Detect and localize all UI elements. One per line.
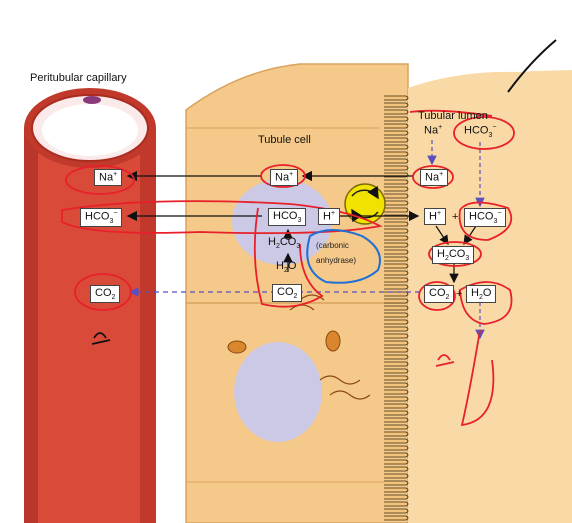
microvillus (384, 263, 409, 269)
lumen-h-box: H+ (424, 208, 447, 225)
lumen-na-top: Na+ (424, 124, 443, 137)
red-annotations (61, 109, 515, 427)
tubule-cell-label: Tubule cell (258, 134, 311, 146)
microvillus (384, 410, 409, 416)
microvillus (384, 193, 409, 199)
microvillus (384, 123, 409, 129)
microvillus (384, 319, 409, 325)
blue-annotation (306, 229, 381, 284)
microvillus (384, 473, 409, 479)
microvillus (384, 144, 409, 150)
microvillus (384, 277, 409, 283)
microvillus (384, 347, 409, 353)
microvillus (384, 284, 409, 290)
cell-co2-box: CO2 (272, 284, 303, 303)
microvillus (384, 417, 409, 423)
microvillus (384, 445, 409, 451)
capillary-na-box: Na+ (94, 169, 123, 186)
enzyme-label-2: anhydrase) (316, 256, 357, 265)
cell-h2co3: H2CO3 (268, 236, 301, 251)
lumen-co2-box: CO2 (424, 285, 455, 304)
microvillus (384, 102, 409, 108)
microvillus (384, 207, 409, 213)
peritubular-capillary (24, 88, 156, 523)
microvillus (384, 494, 409, 500)
lumen-h2co3-box: H2CO3 (432, 246, 475, 265)
enzyme-label-1: (carbonic (316, 241, 349, 250)
microvillus (384, 221, 409, 227)
microvillus (384, 452, 409, 458)
microvillus (384, 438, 409, 444)
microvillus (384, 116, 409, 122)
microvillus (384, 270, 409, 276)
microvillus (384, 130, 409, 136)
lumen-hco3-top: HCO3− (464, 124, 497, 139)
lumen-label: Tubular lumen (418, 110, 488, 122)
microvillus (384, 459, 409, 465)
microvillus (384, 396, 409, 402)
microvillus (384, 480, 409, 486)
microvillus (384, 165, 409, 171)
microvillus (384, 431, 409, 437)
microvillus (384, 228, 409, 234)
microvillus (384, 333, 409, 339)
microvillus (384, 487, 409, 493)
microvillus (384, 298, 409, 304)
microvillus (384, 179, 409, 185)
microvillus (384, 466, 409, 472)
cell-h-box: H+ (318, 208, 341, 225)
microvillus (384, 368, 409, 374)
microvillus (384, 312, 409, 318)
microvillus (384, 137, 409, 143)
microvillus (384, 95, 409, 101)
microvillus (384, 354, 409, 360)
cell-hco3-box: HCO3 (268, 208, 307, 227)
transporter-pump (344, 183, 386, 225)
microvillus (384, 382, 409, 388)
capillary-hco3-box: HCO3− (80, 208, 123, 227)
microvillus (384, 305, 409, 311)
microvillus (384, 424, 409, 430)
microvillus (384, 508, 409, 514)
microvillus (384, 340, 409, 346)
pen-stroke (507, 39, 557, 93)
microvillus (384, 242, 409, 248)
microvillus (384, 389, 409, 395)
microvillus (384, 375, 409, 381)
lumen-h2o-box: H2O (466, 285, 497, 304)
microvillus (384, 235, 409, 241)
microvillus (384, 515, 409, 521)
cell-na-box: Na+ (270, 169, 299, 186)
microvillus (384, 151, 409, 157)
microvillus (384, 256, 409, 262)
cell-h2o: H2O (276, 260, 297, 275)
microvillus (384, 403, 409, 409)
capillary-co2-box: CO2 (90, 285, 121, 304)
microvillus (384, 291, 409, 297)
microvillus (384, 326, 409, 332)
microvillus (384, 158, 409, 164)
microvillus (384, 249, 409, 255)
microvillus (384, 200, 409, 206)
lumen-plus-2: + (456, 288, 463, 300)
brush-border (384, 95, 409, 521)
lumen-hco3-box: HCO3− (464, 208, 507, 227)
capillary-label: Peritubular capillary (30, 72, 127, 84)
microvillus (384, 501, 409, 507)
microvillus (384, 109, 409, 115)
microvillus (384, 361, 409, 367)
lumen-plus-1: + (452, 211, 459, 223)
lumen-na-box: Na+ (420, 169, 449, 186)
microvillus (384, 186, 409, 192)
